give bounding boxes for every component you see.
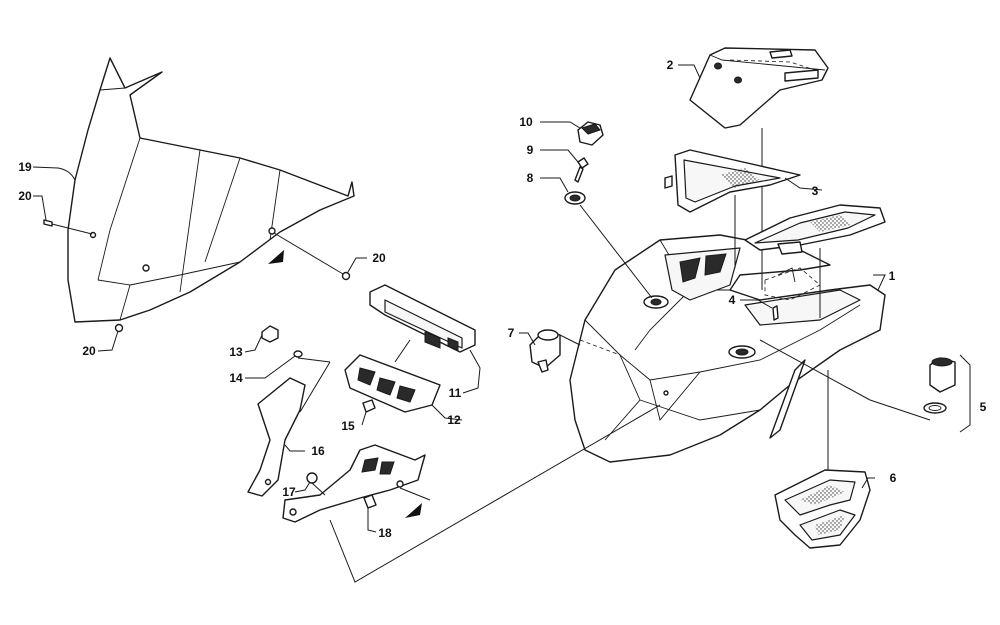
callout-9: 9 — [527, 143, 534, 157]
gauge-bracket-part-12 — [344, 354, 441, 413]
callout-7: 7 — [508, 326, 515, 340]
key-part-9 — [574, 157, 589, 183]
callout-14: 14 — [229, 371, 243, 385]
callout-2: 2 — [667, 58, 674, 72]
arrow-marker-bracket — [405, 503, 422, 518]
hood-part-1 — [569, 234, 886, 463]
callout-16: 16 — [311, 444, 325, 458]
grille-panel-part-6 — [774, 370, 871, 549]
nut-part-13 — [261, 325, 279, 343]
switch-part-7 — [529, 329, 581, 373]
callout-20-bottom: 20 — [82, 344, 96, 358]
leader-bracket-to-hood — [329, 404, 661, 583]
screw-20-bottom — [114, 323, 124, 333]
screw-20-right — [273, 232, 351, 281]
screw-part-15 — [362, 399, 376, 413]
outlet-part-5 — [759, 339, 971, 433]
arrow-marker-windshield — [268, 250, 284, 264]
callout-1: 1 — [889, 269, 896, 283]
key-cap-part-10 — [577, 121, 604, 146]
callout-3: 3 — [812, 184, 819, 198]
leader-13-14-to-bracket — [297, 357, 331, 363]
callout-8: 8 — [527, 171, 534, 185]
screw-part-17 — [306, 472, 326, 496]
screw-part-4 — [772, 267, 796, 321]
nut-part-18 — [363, 494, 377, 509]
callout-4: 4 — [729, 293, 736, 307]
callout-20-right: 20 — [372, 251, 386, 265]
callout-19: 19 — [18, 160, 32, 174]
windshield-part-19 — [67, 57, 355, 323]
screw-20-left — [43, 219, 93, 235]
washer-part-14 — [293, 350, 303, 358]
callout-6: 6 — [890, 471, 897, 485]
mounting-bracket-part-16 — [247, 377, 426, 523]
callout-11: 11 — [449, 386, 462, 400]
callout-15: 15 — [341, 419, 355, 433]
callout-12: 12 — [447, 413, 461, 427]
callout-20-left: 20 — [18, 189, 32, 203]
callout-10: 10 — [519, 115, 533, 129]
top-pad-part-2 — [689, 47, 829, 290]
leader-bracket-to-gauge — [299, 361, 331, 413]
ignition-bezel-part-8 — [564, 191, 653, 299]
callout-5: 5 — [980, 400, 987, 414]
callout-13: 13 — [229, 345, 243, 359]
callout-17: 17 — [282, 485, 296, 499]
vent-panel-part-3-lower — [744, 204, 886, 318]
callout-18: 18 — [378, 526, 392, 540]
leader-bracket-arrow — [399, 487, 431, 501]
callout-leaders — [32, 64, 886, 533]
vent-panel-part-3-upper — [664, 149, 801, 268]
gauge-part-11 — [369, 284, 476, 363]
